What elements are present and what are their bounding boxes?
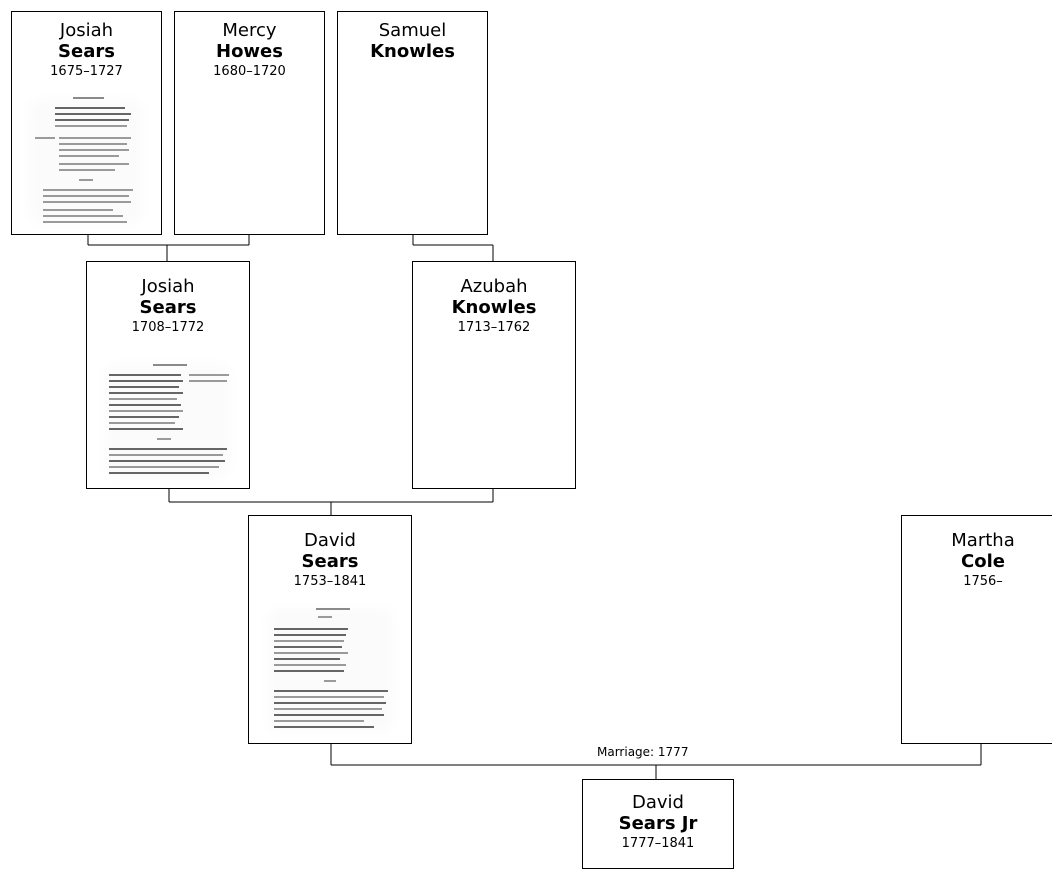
document-text-line <box>274 696 384 698</box>
document-text-line <box>274 634 346 636</box>
person-dates: 1777–1841 <box>621 836 695 851</box>
person-david-sears-jr[interactable]: David Sears Jr 1777–1841 <box>582 779 734 869</box>
person-dates: 1708–1772 <box>131 320 205 335</box>
document-thumbnail[interactable] <box>21 91 151 232</box>
document-header-line <box>153 364 188 366</box>
person-dates: 1675–1727 <box>50 64 123 79</box>
document-text-line <box>274 726 374 728</box>
document-text-line <box>43 215 123 217</box>
person-mercy-howes[interactable]: Mercy Howes 1680–1720 <box>174 11 325 235</box>
document-text-line <box>55 125 127 127</box>
document-text-line <box>55 119 129 121</box>
document-header-line <box>316 608 351 610</box>
document-text-line <box>189 380 227 382</box>
document-text-line <box>274 702 386 704</box>
person-given-name: Samuel <box>378 20 447 41</box>
person-david-sears[interactable]: David Sears 1753–1841 <box>248 515 412 744</box>
document-text-line <box>59 137 131 139</box>
document-text-line <box>274 708 382 710</box>
document-text-line <box>59 149 129 151</box>
document-text-line <box>274 652 348 654</box>
person-surname: Knowles <box>451 297 537 318</box>
person-josiah-sears-1675[interactable]: Josiah Sears 1675–1727 <box>11 11 162 235</box>
document-text-line <box>109 392 183 394</box>
document-text-line <box>79 179 93 181</box>
person-dates: 1713–1762 <box>457 320 531 335</box>
document-thumbnail[interactable] <box>260 600 401 740</box>
document-text-line <box>109 460 225 462</box>
person-surname: Cole <box>961 551 1005 572</box>
person-surname: Sears <box>301 551 359 572</box>
person-surname: Knowles <box>370 41 455 62</box>
document-text-line <box>43 201 131 203</box>
person-martha-cole[interactable]: Martha Cole 1756– <box>901 515 1052 744</box>
person-surname: Howes <box>216 41 283 62</box>
document-text-line <box>55 107 125 109</box>
document-text-line <box>109 380 183 382</box>
document-text-line <box>59 155 119 157</box>
document-text-line <box>157 438 171 440</box>
document-text-line <box>55 113 131 115</box>
person-given-name: Josiah <box>59 20 114 41</box>
marriage-label: Marriage: 1777 <box>595 745 691 759</box>
person-given-name: Mercy <box>222 20 277 41</box>
person-dates: 1680–1720 <box>213 64 286 79</box>
document-text-line <box>109 386 179 388</box>
person-surname: Sears Jr <box>618 813 698 834</box>
document-text-line <box>109 466 219 468</box>
document-text-line <box>59 163 129 165</box>
document-text-line <box>59 143 127 145</box>
document-text-line <box>274 670 344 672</box>
document-text-line <box>43 195 129 197</box>
document-text-line <box>109 448 227 450</box>
document-text-line <box>109 472 209 474</box>
document-text-line <box>109 374 181 376</box>
document-text-line <box>189 374 229 376</box>
document-text-line <box>109 428 183 430</box>
person-josiah-sears-1708[interactable]: Josiah Sears 1708–1772 <box>86 261 250 489</box>
document-text-line <box>109 398 177 400</box>
person-given-name: Josiah <box>141 276 195 297</box>
document-text-line <box>274 720 364 722</box>
document-text-line <box>274 628 348 630</box>
person-given-name: Martha <box>951 530 1015 551</box>
document-thumbnail[interactable] <box>97 356 238 486</box>
person-azubah-knowles[interactable]: Azubah Knowles 1713–1762 <box>412 261 576 489</box>
document-text-line <box>59 169 115 171</box>
document-text-line <box>109 454 223 456</box>
document-text-line <box>274 714 384 716</box>
person-surname: Sears <box>139 297 197 318</box>
document-text-line <box>274 690 388 692</box>
document-text-line <box>274 640 344 642</box>
document-text-line <box>109 422 175 424</box>
person-samuel-knowles[interactable]: Samuel Knowles <box>337 11 488 235</box>
person-dates: 1756– <box>963 574 1003 589</box>
person-surname: Sears <box>58 41 115 62</box>
document-text-line <box>109 404 181 406</box>
document-header-line <box>73 97 105 99</box>
document-text-line <box>43 209 113 211</box>
person-given-name: Azubah <box>460 276 528 297</box>
person-given-name: David <box>632 792 684 813</box>
document-text-line <box>274 664 346 666</box>
person-given-name: David <box>304 530 356 551</box>
document-text-line <box>43 189 133 191</box>
document-text-line <box>35 137 55 139</box>
person-dates: 1753–1841 <box>293 574 367 589</box>
document-text-line <box>274 646 342 648</box>
document-text-line <box>324 680 336 682</box>
document-text-line <box>43 221 127 223</box>
document-text-line <box>274 658 340 660</box>
document-text-line <box>318 616 332 618</box>
document-text-line <box>109 410 183 412</box>
document-text-line <box>109 416 179 418</box>
